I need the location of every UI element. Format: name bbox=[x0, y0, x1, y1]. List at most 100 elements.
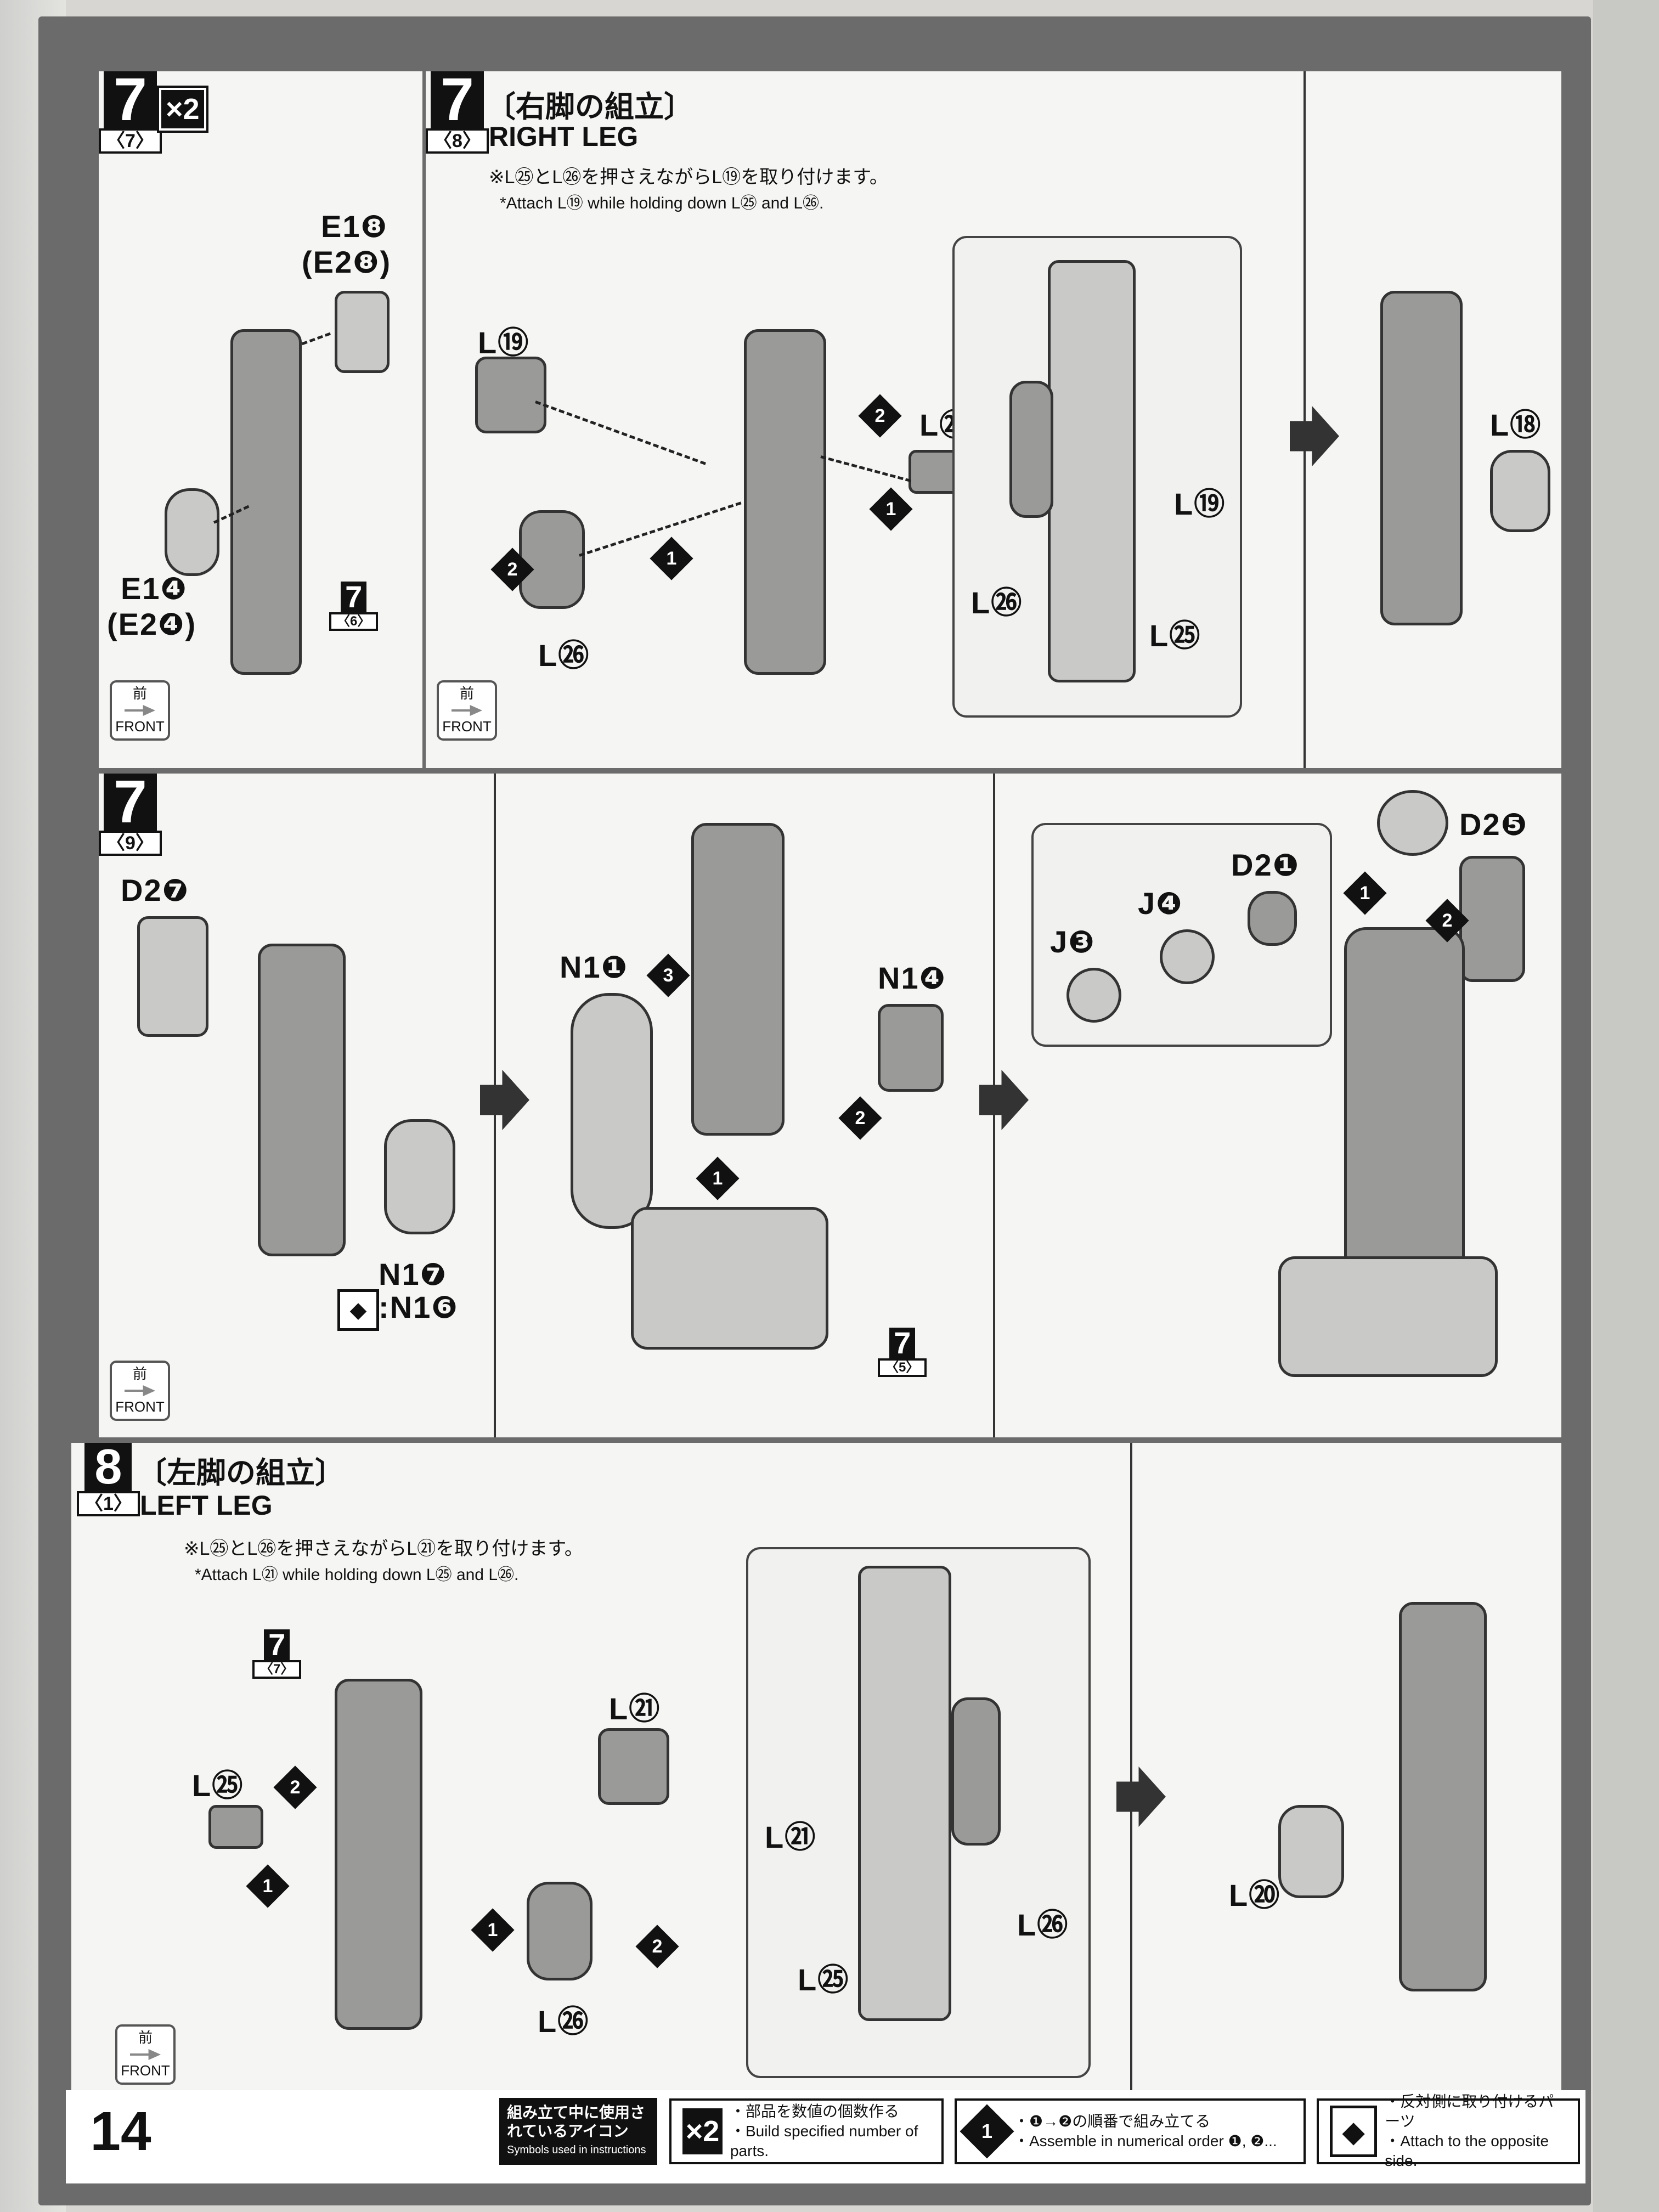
assembly-note-jp: ※L㉕とL㉖を押さえながらL⑲を取り付けます。 bbox=[489, 167, 888, 188]
legend-heading: 組み立て中に使用されているアイコン Symbols used in instru… bbox=[499, 2090, 657, 2172]
ankle-joint-part bbox=[1377, 790, 1448, 856]
zoom-label-l25: L㉕ bbox=[798, 1962, 850, 1997]
step-number: 8 bbox=[84, 1443, 132, 1492]
panel-divider bbox=[1130, 1443, 1132, 2101]
zoom-detail-box: D2❶ J❹ J❸ bbox=[1031, 823, 1332, 1047]
step-7-9-badge: 7 〈9〉 bbox=[99, 774, 162, 856]
part-d25 bbox=[1459, 856, 1525, 982]
part-label-l19: L⑲ bbox=[478, 325, 530, 360]
order-mark-3: 3 bbox=[646, 953, 690, 997]
part-l26 bbox=[527, 1882, 592, 1980]
part-label-j4: J❹ bbox=[1138, 886, 1183, 921]
panel-divider bbox=[1304, 71, 1306, 768]
zoom-label-l26: L㉖ bbox=[971, 585, 1023, 620]
assembled-right-leg bbox=[1380, 291, 1463, 625]
foot-base-part bbox=[631, 1207, 828, 1350]
leg-thigh-part bbox=[335, 1679, 422, 2030]
legend-item-opposite-side: ◆ ・反対側に取り付けるパーツ・Attach to the opposite s… bbox=[1317, 2090, 1580, 2172]
front-direction-icon: 前 FRONT bbox=[437, 680, 497, 741]
part-l20 bbox=[1278, 1805, 1344, 1898]
step-number: 7 bbox=[430, 71, 484, 130]
order-mark-1: 1 bbox=[650, 537, 693, 580]
order-mark-2: 2 bbox=[490, 548, 534, 591]
front-arrow-icon bbox=[125, 705, 155, 716]
order-diamond-icon: 1 bbox=[960, 2104, 1014, 2159]
zoom-label-l25: L㉕ bbox=[1149, 618, 1201, 653]
part-label-n11: N1❶ bbox=[560, 950, 628, 984]
multiplier-x2-icon: ×2 bbox=[157, 86, 208, 133]
step-8-1-panel: 8 〈1〉 〔左脚の組立〕 LEFT LEG ※L㉕とL㉖を押さえながらL㉑を取… bbox=[71, 1443, 1561, 2101]
part-label-e14: E1❹ bbox=[121, 571, 188, 606]
part-label-n16: :N1❻ bbox=[379, 1290, 459, 1324]
part-j4 bbox=[1160, 929, 1215, 984]
opposite-side-icon: ◆ bbox=[1330, 2106, 1378, 2157]
zoom-label-l19: L⑲ bbox=[1174, 487, 1226, 521]
assembly-note-en: *Attach L㉑ while holding down L㉕ and L㉖. bbox=[195, 1566, 519, 1584]
front-direction-icon: 前 FRONT bbox=[115, 2024, 176, 2085]
substep-number: 〈1〉 bbox=[77, 1491, 140, 1516]
assembly-note-en: *Attach L⑲ while holding down L㉕ and L㉖. bbox=[500, 194, 824, 212]
zoom-label-l26: L㉖ bbox=[1017, 1908, 1069, 1942]
part-label-d27: D2❼ bbox=[121, 873, 189, 907]
leg-knee-assembly bbox=[691, 823, 785, 1136]
leg-frame-part bbox=[230, 329, 302, 675]
next-step-arrow-icon bbox=[480, 1070, 529, 1130]
substep-number: 〈7〉 bbox=[99, 128, 162, 154]
order-mark-2: 2 bbox=[1425, 899, 1469, 943]
part-label-n14: N1❹ bbox=[878, 961, 946, 995]
next-step-arrow-icon bbox=[1290, 406, 1339, 466]
leg-thigh-part bbox=[744, 329, 826, 675]
part-label-l18: L⑱ bbox=[1490, 408, 1542, 442]
step-7-7-panel: 7 〈7〉 ×2 E1❽ (E2❽) E1❹ (E2❹) 7 〈6〉 前 FRO… bbox=[99, 71, 422, 768]
section-title-jp: 〔右脚の組立〕 bbox=[486, 91, 693, 123]
zoom-part-l26 bbox=[951, 1697, 1001, 1846]
part-d27 bbox=[137, 916, 208, 1037]
order-mark-2: 2 bbox=[273, 1765, 317, 1809]
substep-number: 〈9〉 bbox=[99, 831, 162, 856]
front-arrow-icon bbox=[130, 2049, 161, 2060]
step-8-1-badge: 8 〈1〉 bbox=[77, 1443, 140, 1516]
order-mark-2: 2 bbox=[635, 1925, 679, 1968]
part-label-d25: D2❺ bbox=[1459, 807, 1528, 842]
part-j3 bbox=[1066, 968, 1121, 1023]
part-l19 bbox=[475, 357, 546, 433]
front-direction-icon: 前 FRONT bbox=[110, 1361, 170, 1421]
part-label-l25: L㉕ bbox=[192, 1768, 244, 1803]
step-number: 7 bbox=[103, 71, 157, 130]
part-label-n17: N1❼ bbox=[379, 1257, 447, 1291]
order-mark-2: 2 bbox=[838, 1096, 882, 1140]
ref-step-7-7: 7 〈7〉 bbox=[252, 1629, 302, 1679]
leg-assembly-part bbox=[258, 944, 346, 1256]
multiplier-x2-icon: ×2 bbox=[682, 2108, 723, 2154]
order-mark-2: 2 bbox=[858, 394, 902, 438]
assembled-foot bbox=[1278, 1256, 1498, 1377]
next-page-edge bbox=[1593, 0, 1659, 2212]
zoom-leg-part bbox=[858, 1566, 951, 2021]
zoom-label-l21: L㉑ bbox=[765, 1820, 817, 1854]
part-label-l20: L⑳ bbox=[1229, 1878, 1281, 1912]
assembly-line bbox=[535, 400, 706, 465]
zoom-detail-box: L㉑ L㉕ L㉖ bbox=[746, 1547, 1091, 2078]
front-arrow-icon bbox=[452, 705, 482, 716]
step-7-8-badge: 7 〈8〉 bbox=[426, 71, 489, 154]
icon-legend-footer: 14 組み立て中に使用されているアイコン Symbols used in ins… bbox=[66, 2090, 1585, 2183]
assembled-left-leg bbox=[1399, 1602, 1487, 1991]
legend-item-multiplier: ×2 ・部品を数値の個数作る・Build specified number of… bbox=[669, 2090, 944, 2172]
instruction-sheet: 7 〈7〉 ×2 E1❽ (E2❽) E1❹ (E2❹) 7 〈6〉 前 FRO… bbox=[38, 16, 1591, 2205]
part-l21 bbox=[598, 1728, 669, 1805]
next-step-arrow-icon bbox=[1116, 1767, 1166, 1827]
zoom-leg-part bbox=[1048, 260, 1136, 682]
order-mark-1: 1 bbox=[696, 1156, 740, 1200]
part-label-e28: (E2❽) bbox=[302, 245, 392, 279]
step-number: 7 bbox=[103, 774, 157, 832]
page-number: 14 bbox=[90, 2100, 151, 2162]
part-n11 bbox=[571, 993, 653, 1229]
section-title-jp: 〔左脚の組立〕 bbox=[137, 1457, 345, 1489]
part-label-l26: L㉖ bbox=[538, 638, 590, 673]
part-l18 bbox=[1490, 450, 1550, 532]
opposite-side-icon: ◆ bbox=[337, 1289, 379, 1331]
part-l25 bbox=[208, 1805, 263, 1849]
part-label-e18: E1❽ bbox=[321, 209, 388, 244]
part-label-j3: J❸ bbox=[1050, 924, 1096, 959]
section-title-en: RIGHT LEG bbox=[489, 121, 639, 152]
